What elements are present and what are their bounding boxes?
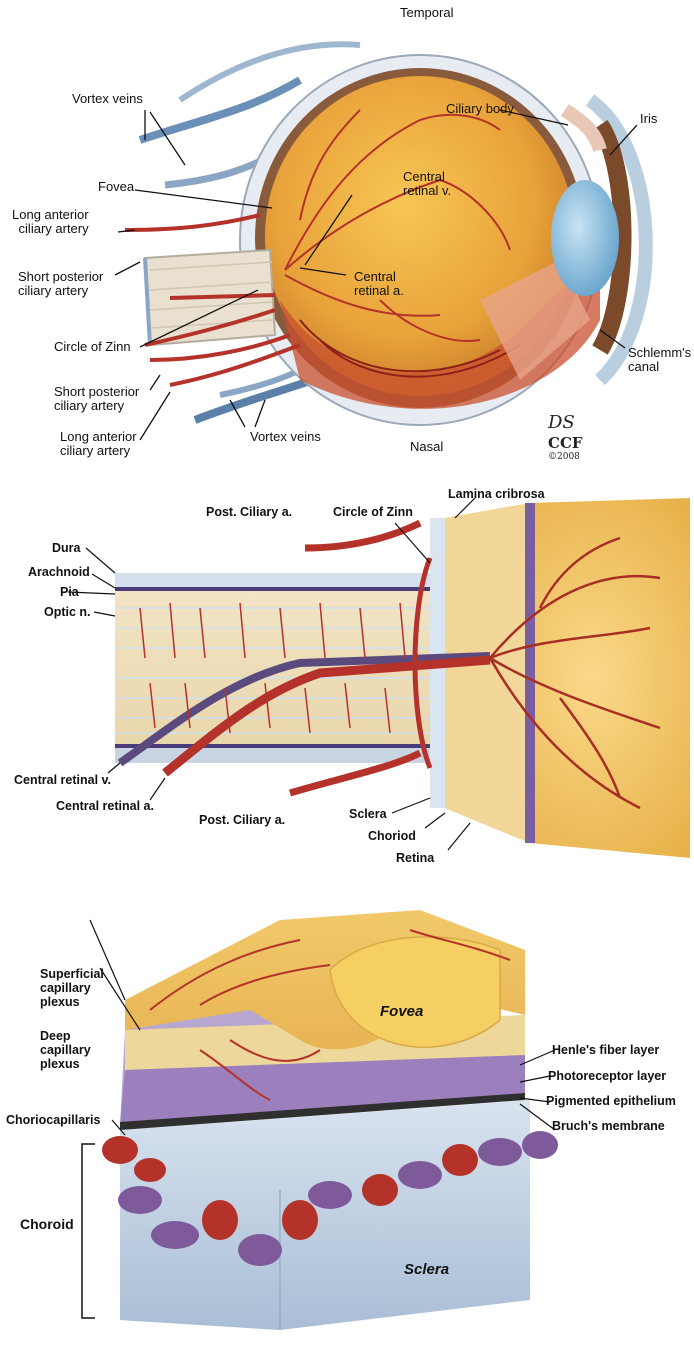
label-central-retinal-vein: Central retinal v. — [14, 774, 111, 788]
fovea-layers-illustration — [0, 890, 694, 1345]
label-iris: Iris — [640, 112, 657, 126]
label-retina: Retina — [396, 852, 434, 866]
label-fovea: Fovea — [98, 180, 134, 194]
label-arachnoid: Arachnoid — [28, 566, 90, 580]
label-central-retinal-artery: Central retinal a. — [56, 800, 154, 814]
optic-nerve-panel: Post. Ciliary a. Circle of Zinn Lamina c… — [0, 478, 694, 878]
label-pia: Pia — [60, 586, 79, 600]
label-post-ciliary-artery-bottom: Post. Ciliary a. — [199, 814, 285, 828]
label-fovea: Fovea — [380, 1004, 423, 1021]
label-long-anterior-ciliary-artery-bottom: Long anterior ciliary artery — [60, 430, 137, 459]
label-vortex-veins-top: Vortex veins — [72, 92, 143, 106]
label-bruchs-membrane: Bruch's membrane — [552, 1120, 665, 1134]
label-choroid: Choroid — [20, 1217, 74, 1232]
label-pigmented-epithelium: Pigmented epithelium — [546, 1095, 676, 1109]
label-vortex-veins-bottom: Vortex veins — [250, 430, 321, 444]
label-sclera: Sclera — [404, 1262, 449, 1279]
label-schlemms-canal: Schlemm's canal — [628, 346, 691, 375]
label-deep-capillary-plexus: Deep capillary plexus — [40, 1030, 91, 1071]
label-sclera: Sclera — [349, 808, 387, 822]
label-henles-fiber-layer: Henle's fiber layer — [552, 1044, 659, 1058]
optic-nerve-illustration — [0, 478, 694, 878]
label-central-retinal-vein: Central retinal v. — [403, 170, 451, 199]
label-photoreceptor-layer: Photoreceptor layer — [548, 1070, 666, 1084]
label-short-posterior-ciliary-artery-top: Short posterior ciliary artery — [18, 270, 103, 299]
artist-signature-year: ©2008 — [548, 452, 580, 462]
label-circle-of-zinn: Circle of Zinn — [54, 340, 131, 354]
label-post-ciliary-artery-top: Post. Ciliary a. — [206, 506, 292, 520]
label-circle-of-zinn: Circle of Zinn — [333, 506, 413, 520]
label-temporal: Temporal — [400, 6, 453, 20]
label-dura: Dura — [52, 542, 80, 556]
label-short-posterior-ciliary-artery-bottom: Short posterior ciliary artery — [54, 385, 139, 414]
artist-signature-initials: DS — [548, 412, 575, 433]
label-central-retinal-artery: Central retinal a. — [354, 270, 404, 299]
label-long-anterior-ciliary-artery-top: Long anterior ciliary artery — [12, 208, 89, 237]
label-choriocapillaris: Choriocapillaris — [6, 1114, 100, 1128]
label-nasal: Nasal — [410, 440, 443, 454]
eye-cross-section-panel: Temporal Nasal Vortex veins Vortex veins… — [0, 0, 694, 470]
label-optic-nerve: Optic n. — [44, 606, 91, 620]
label-lamina-cribrosa: Lamina cribrosa — [448, 488, 545, 502]
artist-signature-org: CCF — [548, 434, 583, 452]
label-superficial-capillary-plexus: Superficial capillary plexus — [40, 968, 104, 1009]
label-choriod: Choriod — [368, 830, 416, 844]
label-ciliary-body: Ciliary body — [446, 102, 514, 116]
fovea-layers-panel: Superficial capillary plexus Deep capill… — [0, 890, 694, 1345]
